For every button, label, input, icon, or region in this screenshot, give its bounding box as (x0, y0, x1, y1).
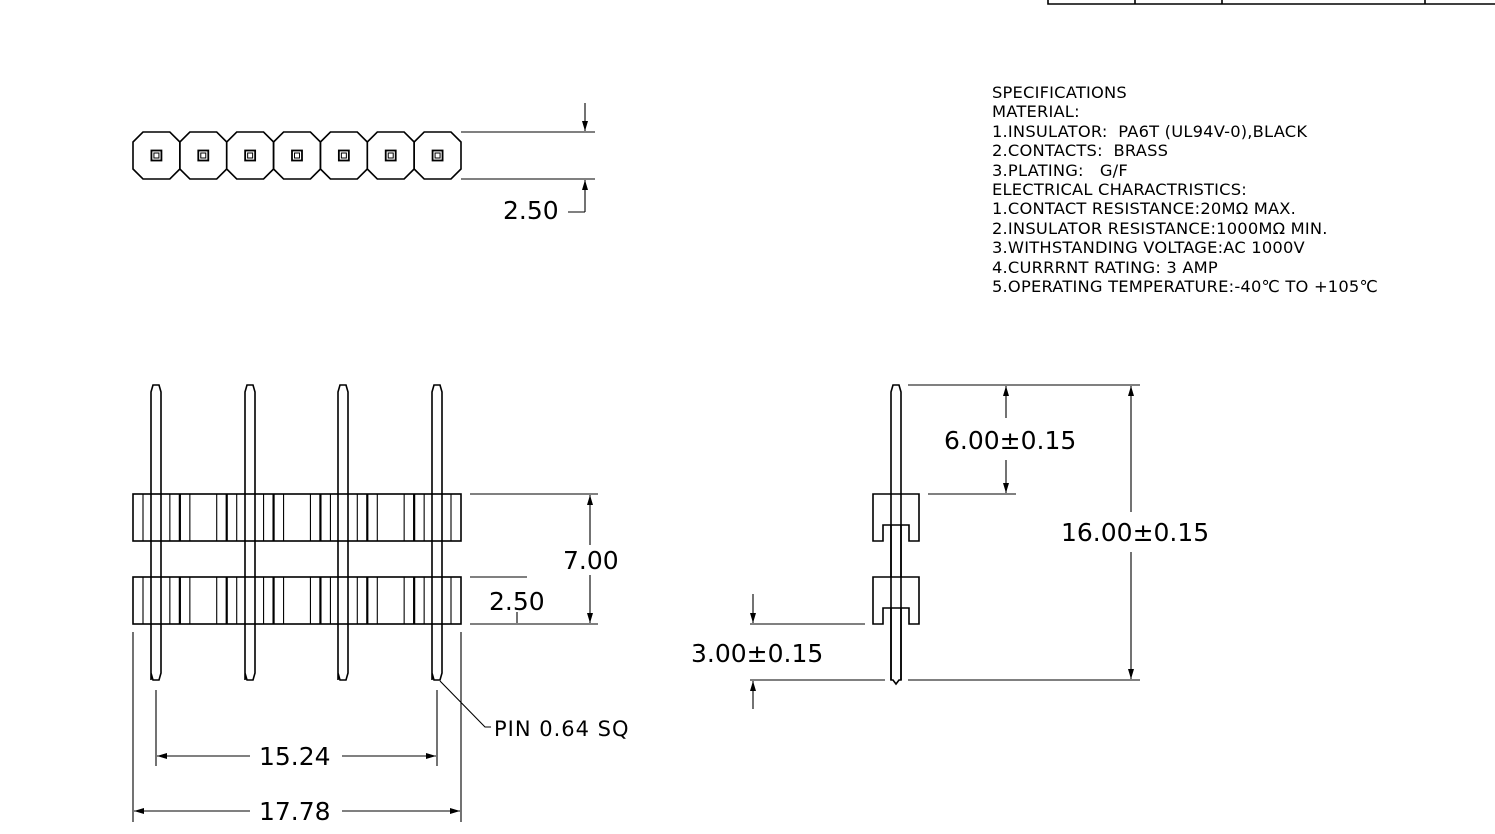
pin-housing-octagon (132, 131, 181, 180)
pin (244, 384, 256, 681)
pin-square-inner (200, 152, 207, 159)
pin-housing-octagon (225, 131, 275, 180)
pin-housing-octagon (319, 131, 369, 180)
pin-note: PIN 0.64 SQ (494, 717, 630, 741)
top-view (132, 131, 462, 180)
pin-square-inner (294, 152, 300, 159)
pin-square-inner (434, 152, 441, 159)
spec-line: 4.CURRRNT RATING: 3 AMP (992, 257, 1218, 277)
spec-line: ELECTRICAL CHARACTRISTICS: (992, 180, 1247, 200)
side-view-dimensions: 6.00±0.15 16.00±0.15 3.00±0.15 (691, 384, 1209, 709)
spec-line: 3.PLATING: G/F (992, 160, 1128, 180)
spec-line: MATERIAL: (992, 102, 1080, 122)
pin-square-inner (153, 152, 160, 159)
dim-pin-span: 15.24 (259, 742, 331, 771)
front-view-dimensions: 7.00 2.50 15.24 17.78 PIN 0.64 SQ (132, 493, 630, 826)
dim-overall-length: 17.78 (259, 797, 331, 826)
pin-square-inner (340, 152, 347, 159)
pin-square-inner (247, 152, 254, 159)
pin-square (197, 149, 210, 162)
pin-housing-octagon (272, 131, 322, 180)
pin (431, 384, 443, 681)
spec-line: 2.CONTACTS: BRASS (992, 141, 1169, 161)
pin-housing-octagon (366, 131, 415, 180)
pin (150, 384, 162, 681)
front-view (132, 384, 462, 681)
spec-line: 5.OPERATING TEMPERATURE:-40℃ TO +105℃ (992, 277, 1378, 297)
pin-square (384, 149, 397, 162)
insulator-body (132, 493, 462, 542)
top-view-dimension: 2.50 (461, 103, 595, 225)
pin-square (150, 149, 163, 162)
spec-line: 2.INSULATOR RESISTANCE:1000MΩ MIN. (992, 218, 1328, 238)
pin-housing-octagon (179, 131, 228, 180)
title-block-fragment (1047, 0, 1495, 5)
pin-square (431, 149, 444, 162)
dim-row-pitch: 2.50 (489, 587, 545, 616)
dim-bottom-pin: 3.00±0.15 (691, 639, 823, 668)
pin-square (291, 149, 303, 162)
pin-square (337, 149, 350, 162)
dim-top-pin: 6.00±0.15 (944, 426, 1076, 455)
spec-line: 1.INSULATOR: PA6T (UL94V-0),BLACK (992, 121, 1308, 141)
pin-square (244, 149, 257, 162)
spec-line: 1.CONTACT RESISTANCE:20MΩ MAX. (992, 199, 1297, 219)
pin-square-inner (387, 152, 394, 159)
spec-line: SPECIFICATIONS (992, 83, 1127, 102)
pin (337, 384, 349, 681)
dim-total-length: 16.00±0.15 (1061, 518, 1209, 547)
side-view (872, 384, 920, 686)
dim-height: 7.00 (563, 546, 619, 575)
pin-housing-octagon (413, 131, 462, 180)
dim-row-pitch-top: 2.50 (503, 196, 559, 225)
insulator-body (132, 576, 462, 625)
spec-line: 3.WITHSTANDING VOLTAGE:AC 1000V (992, 238, 1305, 258)
